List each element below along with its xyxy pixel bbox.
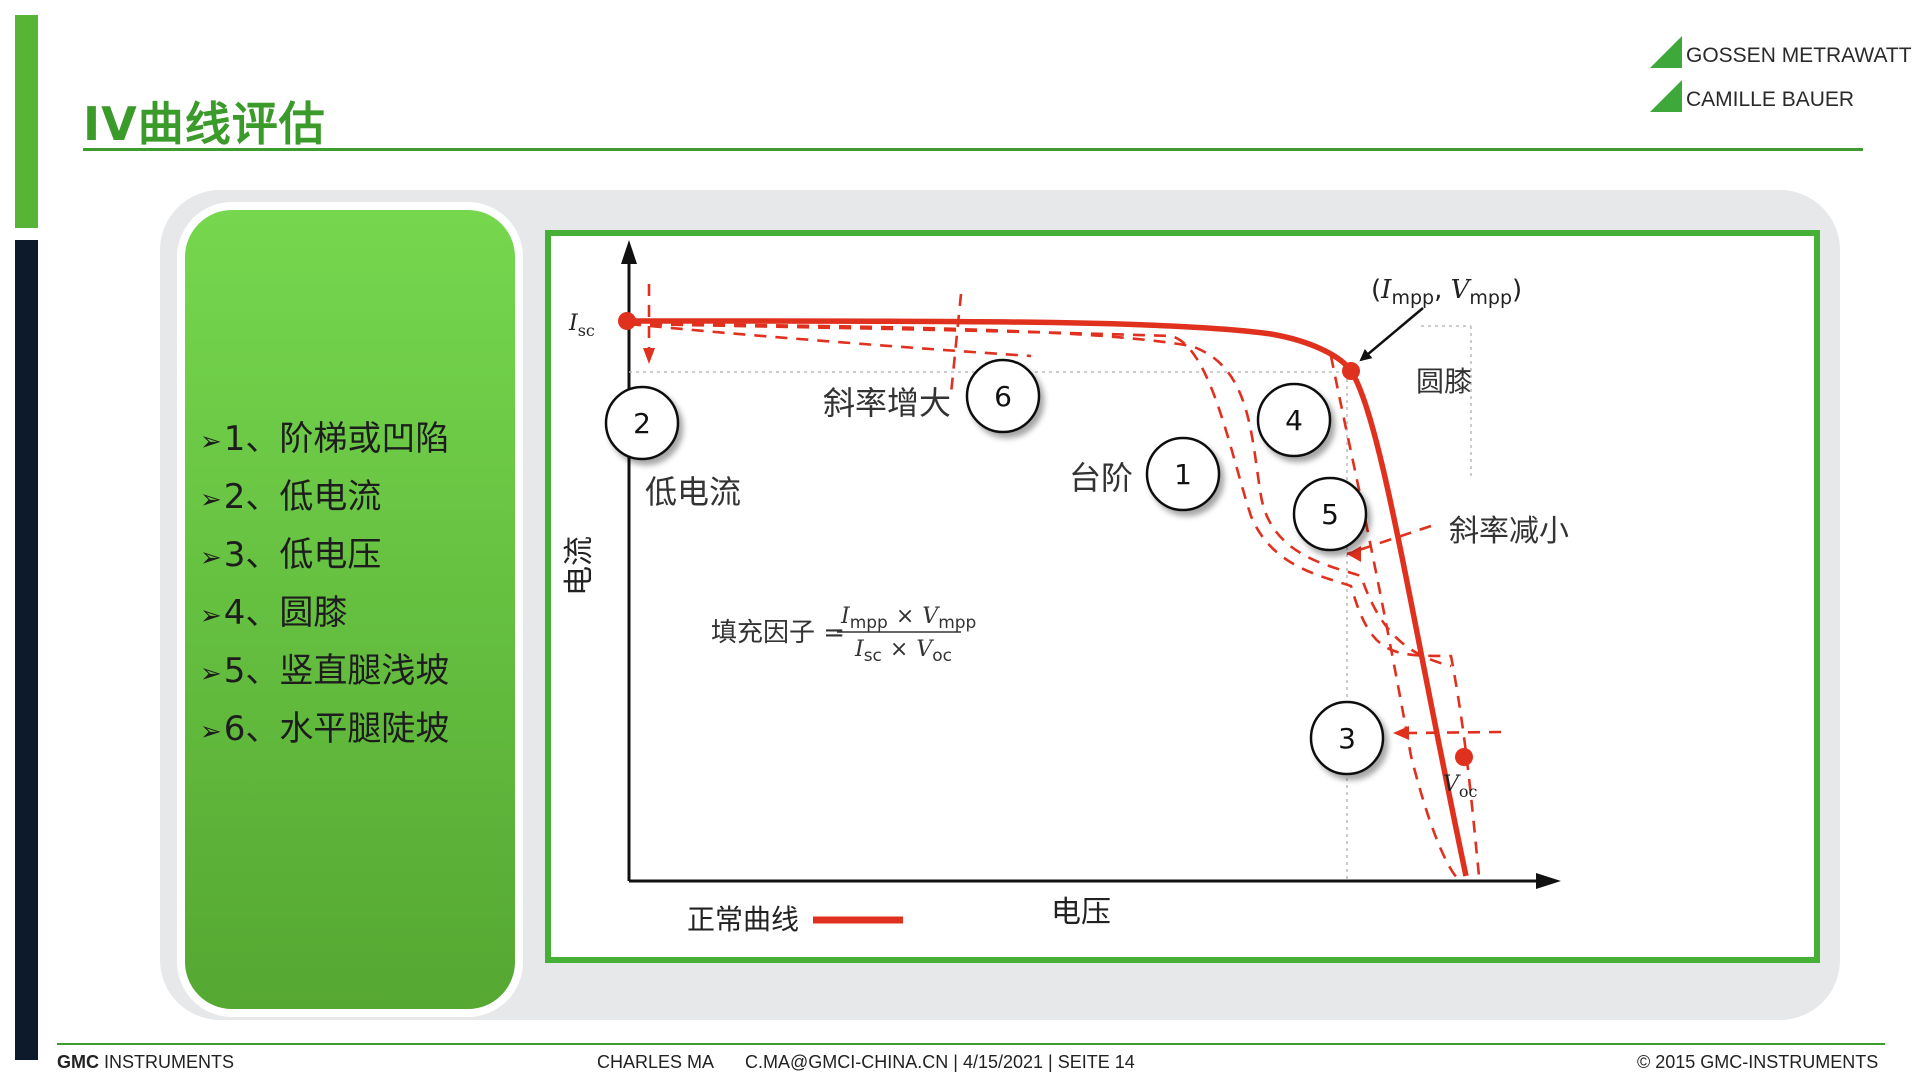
list-item: ➢6、水平腿陡坡 xyxy=(200,709,450,749)
fill-factor-label: 填充因子 = xyxy=(711,618,845,648)
marker-3: 3 xyxy=(1309,700,1385,776)
slide-title: IV曲线评估 xyxy=(83,97,326,151)
footer-contact: C.MA@GMCI-CHINA.CN | 4/15/2021 | SEITE 1… xyxy=(745,1052,1135,1072)
fault-curves xyxy=(628,284,1502,883)
bullet-arrow-icon: ➢ xyxy=(200,427,222,457)
svg-text:6: 6 xyxy=(994,380,1012,413)
y-axis-arrow-icon xyxy=(621,240,637,264)
x-axis-label: 电压 xyxy=(1051,895,1111,930)
list-item: ➢4、圆膝 xyxy=(200,593,348,633)
normal-iv-curve xyxy=(628,318,1469,877)
annotation-step: 台阶 xyxy=(1069,459,1133,497)
isc-label: Isc xyxy=(568,311,595,340)
mpp-point xyxy=(1342,362,1360,380)
curve-round-knee xyxy=(628,322,1452,668)
low-voltage-arrow-icon xyxy=(1393,726,1409,740)
accent-bar-dark xyxy=(15,240,38,1060)
marker-6: 6 xyxy=(965,358,1041,434)
company-logo: GOSSEN METRAWATT CAMILLE BAUER xyxy=(1650,36,1912,112)
voc-point xyxy=(1455,748,1473,766)
marker-5: 5 xyxy=(1292,476,1368,552)
iv-diagram-frame: Isc Voc (Impp, Vmpp) 电流 电压 正常曲线 低电流 斜率增大… xyxy=(545,230,1820,963)
mpp-pointer xyxy=(1359,307,1424,362)
bullet-arrow-icon: ➢ xyxy=(200,543,222,573)
curve-vertical-leg xyxy=(1329,355,1462,883)
title-divider xyxy=(83,148,1863,151)
logo-triangle-icon xyxy=(1650,80,1682,112)
bullet-arrow-icon: ➢ xyxy=(200,659,222,689)
voc-label: Voc xyxy=(1443,772,1478,801)
svg-text:1: 1 xyxy=(1174,458,1192,491)
svg-text:2: 2 xyxy=(633,407,651,440)
fault-list: ➢1、阶梯或凹陷 ➢2、低电流 ➢3、低电压 ➢4、圆膝 ➢5、竖直腿浅坡 ➢6… xyxy=(200,410,449,758)
low-current-arrow-icon xyxy=(643,348,655,364)
mpp-label: (Impp, Vmpp) xyxy=(1371,275,1522,309)
svg-text:4: 4 xyxy=(1285,404,1303,437)
accent-bar-green xyxy=(15,15,38,228)
slope-increase-line xyxy=(949,293,963,395)
curve-slope-increase xyxy=(628,322,1032,358)
list-item: ➢2、低电流 xyxy=(200,477,382,517)
fault-list-card xyxy=(177,202,523,1017)
x-axis-arrow-icon xyxy=(1536,873,1561,889)
marker-4: 4 xyxy=(1256,382,1332,458)
svg-text:5: 5 xyxy=(1321,498,1339,531)
marker-1: 1 xyxy=(1145,436,1221,512)
annotation-low-current: 低电流 xyxy=(645,473,741,511)
low-voltage-line xyxy=(1408,730,1502,735)
bullet-arrow-icon: ➢ xyxy=(200,717,222,747)
fill-factor-numerator: Impp×Vmpp xyxy=(840,604,976,633)
fill-factor-formula: 填充因子 = Impp×Vmpp Isc×Voc xyxy=(711,604,976,666)
logo-line-2: CAMILLE BAUER xyxy=(1686,88,1855,111)
footer-divider xyxy=(57,1043,1885,1045)
footer-brand: GMC INSTRUMENTS xyxy=(57,1052,234,1072)
list-item: ➢5、竖直腿浅坡 xyxy=(200,651,450,691)
fill-factor-denominator: Isc×Voc xyxy=(854,637,952,666)
footer-copyright: © 2015 GMC-INSTRUMENTS xyxy=(1637,1052,1879,1072)
annotation-slope-decrease: 斜率减小 xyxy=(1449,514,1569,549)
bullet-arrow-icon: ➢ xyxy=(200,485,222,515)
slope-decrease-arrow-icon xyxy=(1347,546,1361,562)
guide-lines xyxy=(629,325,1472,881)
bullet-arrow-icon: ➢ xyxy=(200,601,222,631)
marker-2: 2 xyxy=(604,385,680,461)
isc-point xyxy=(618,312,636,330)
logo-line-1: GOSSEN METRAWATT xyxy=(1686,44,1912,67)
list-item: ➢1、阶梯或凹陷 xyxy=(200,419,450,459)
y-axis-label: 电流 xyxy=(562,536,597,596)
legend-label: 正常曲线 xyxy=(687,903,799,936)
annotation-round-knee: 圆膝 xyxy=(1416,365,1472,398)
annotation-slope-increase: 斜率增大 xyxy=(823,384,951,422)
logo-triangle-icon xyxy=(1650,36,1682,68)
svg-text:3: 3 xyxy=(1338,722,1356,755)
iv-curve-diagram: Isc Voc (Impp, Vmpp) 电流 电压 正常曲线 低电流 斜率增大… xyxy=(562,240,1569,936)
list-item: ➢3、低电压 xyxy=(200,535,382,575)
footer-author: CHARLES MA xyxy=(597,1052,715,1072)
curve-step xyxy=(628,322,1481,877)
